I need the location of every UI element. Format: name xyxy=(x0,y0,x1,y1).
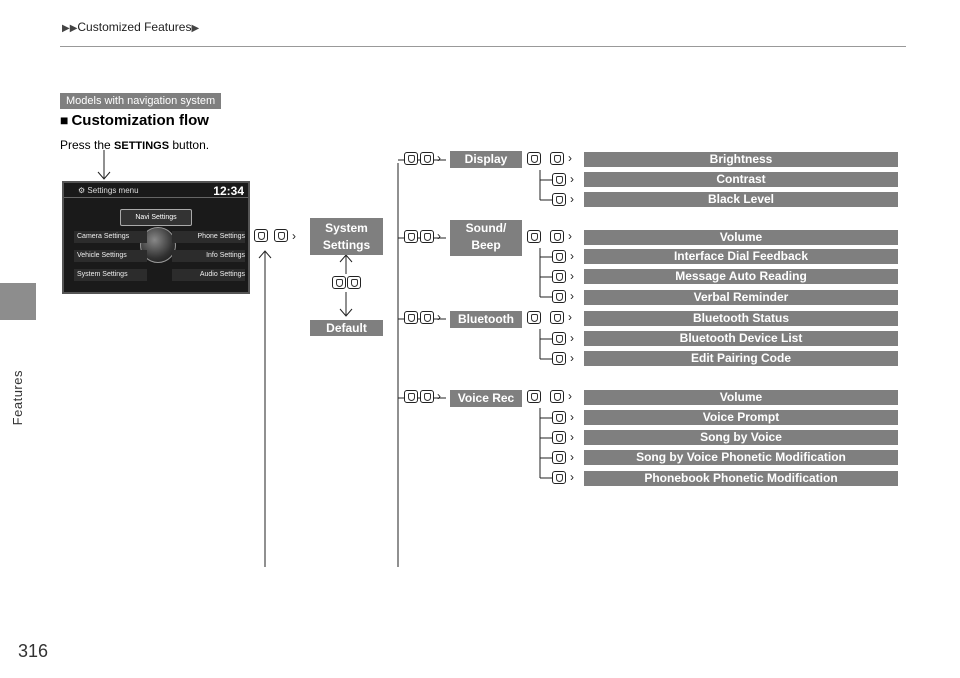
select-icon xyxy=(552,173,566,186)
screen-title: ⚙ Settings menu xyxy=(78,186,139,195)
setting-voice-prompt: Voice Prompt xyxy=(584,410,898,425)
chevron-right-icon: › xyxy=(570,450,574,464)
select-icon xyxy=(552,332,566,345)
info-settings-item[interactable]: Info Settings xyxy=(172,250,245,262)
rotate-right-icon xyxy=(347,276,361,289)
home-icon xyxy=(527,390,541,403)
setting-interface-dial-feedback: Interface Dial Feedback xyxy=(584,249,898,264)
page-title: ■Customization flow xyxy=(60,112,209,129)
default-node: Default xyxy=(310,320,383,336)
category-display: Display xyxy=(450,151,522,168)
camera-settings-item[interactable]: Camera Settings xyxy=(74,231,147,243)
settings-menu-screen: ⚙ Settings menu 12:34 Navi Settings Came… xyxy=(62,181,250,294)
system-settings-item[interactable]: System Settings xyxy=(74,269,147,281)
select-icon xyxy=(552,193,566,206)
square-bullet-icon: ■ xyxy=(60,112,69,128)
root-icons: › xyxy=(254,228,554,248)
instruction-text: Press the SETTINGS button. xyxy=(60,138,210,152)
setting-song-by-voice: Song by Voice xyxy=(584,430,898,445)
setting-brightness: Brightness xyxy=(584,152,898,167)
rotate-icon xyxy=(404,152,418,165)
navi-settings-item[interactable]: Navi Settings xyxy=(120,209,192,226)
home-icon xyxy=(254,229,268,242)
setting-bluetooth-device-list: Bluetooth Device List xyxy=(584,331,898,346)
rotate-icon xyxy=(420,311,434,324)
chevron-right-icon: › xyxy=(570,410,574,424)
screen-divider xyxy=(64,197,248,198)
chevron-right-icon: › xyxy=(570,430,574,444)
chevron-right-icon: › xyxy=(570,331,574,345)
category-bluetooth: Bluetooth xyxy=(450,311,522,328)
setting-voice-volume: Volume xyxy=(584,390,898,405)
phone-settings-item[interactable]: Phone Settings xyxy=(172,231,245,243)
rotate-left-icon xyxy=(332,276,346,289)
chevron-right-icon: › xyxy=(570,351,574,365)
category-sound-beep: Sound/ Beep xyxy=(450,220,522,256)
setting-volume: Volume xyxy=(584,230,898,245)
select-icon xyxy=(552,352,566,365)
select-icon xyxy=(552,290,566,303)
chevron-right-icon: › xyxy=(570,289,574,303)
header-divider xyxy=(60,46,906,47)
chevron-right-icon: › xyxy=(568,389,572,403)
home-icon xyxy=(527,152,541,165)
home-icon xyxy=(527,230,541,243)
chevron-right-icon: › xyxy=(570,172,574,186)
system-settings-node: System Settings xyxy=(310,218,383,255)
chevron-right-icon: › xyxy=(437,229,441,243)
chevron-right-icon: › xyxy=(568,229,572,243)
select-icon xyxy=(550,152,564,165)
vehicle-settings-item[interactable]: Vehicle Settings xyxy=(74,250,147,262)
breadcrumb-section: Customized Features xyxy=(77,20,192,34)
chevron-right-icon: › xyxy=(570,192,574,206)
home-icon xyxy=(527,311,541,324)
chevron-right-icon: › xyxy=(570,249,574,263)
setting-message-auto-reading: Message Auto Reading xyxy=(584,269,898,284)
screen-clock: 12:34 xyxy=(213,184,244,198)
settings-button-label: SETTINGS xyxy=(114,140,170,152)
category-voice-rec: Voice Rec xyxy=(450,390,522,407)
chevron-right-icon: › xyxy=(437,151,441,165)
select-icon xyxy=(550,390,564,403)
page-number: 316 xyxy=(18,641,49,661)
rotate-icon xyxy=(404,230,418,243)
chevron-right-icon: › xyxy=(292,229,296,243)
rotate-icon xyxy=(404,390,418,403)
chevron-right-icon: › xyxy=(437,310,441,324)
chevron-right-icon: › xyxy=(437,389,441,403)
setting-edit-pairing-code: Edit Pairing Code xyxy=(584,351,898,366)
side-tab-marker xyxy=(0,283,36,320)
setting-bluetooth-status: Bluetooth Status xyxy=(584,311,898,326)
select-icon xyxy=(274,229,288,242)
chevron-right-icon: › xyxy=(568,151,572,165)
select-icon xyxy=(550,230,564,243)
select-icon xyxy=(552,431,566,444)
select-icon xyxy=(552,270,566,283)
setting-phonebook-phonetic: Phonebook Phonetic Modification xyxy=(584,471,898,486)
select-icon xyxy=(552,451,566,464)
audio-settings-item[interactable]: Audio Settings xyxy=(172,269,245,281)
breadcrumb-arrow-icon: ▶▶ xyxy=(62,23,78,34)
rotate-icons xyxy=(332,276,362,292)
setting-black-level: Black Level xyxy=(584,192,898,207)
rotate-icon xyxy=(404,311,418,324)
rotate-icon xyxy=(420,390,434,403)
chevron-right-icon: › xyxy=(568,310,572,324)
chevron-right-icon: › xyxy=(570,269,574,283)
setting-song-by-voice-phonetic: Song by Voice Phonetic Modification xyxy=(584,450,898,465)
setting-contrast: Contrast xyxy=(584,172,898,187)
chevron-right-icon: › xyxy=(570,470,574,484)
rotate-icon xyxy=(420,152,434,165)
rotate-icon xyxy=(420,230,434,243)
select-icon xyxy=(550,311,564,324)
select-icon xyxy=(552,250,566,263)
select-icon xyxy=(552,411,566,424)
setting-verbal-reminder: Verbal Reminder xyxy=(584,290,898,305)
breadcrumb: ▶▶Customized Features▶ xyxy=(62,20,199,34)
model-tag: Models with navigation system xyxy=(60,93,222,109)
select-icon xyxy=(552,471,566,484)
breadcrumb-arrow-icon: ▶ xyxy=(191,23,200,34)
